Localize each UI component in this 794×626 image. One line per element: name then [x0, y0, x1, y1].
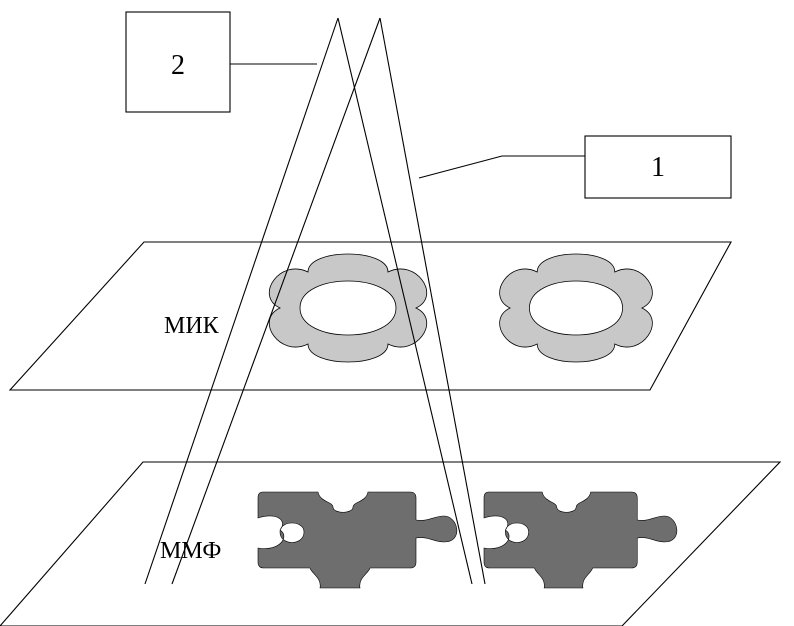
beam-1-right-edge — [379, 17, 486, 585]
flower-shape-left — [268, 253, 428, 363]
beam-2-left-edge — [144, 17, 339, 585]
box-2 — [125, 11, 231, 113]
layer-label-bottom: ММФ — [160, 538, 221, 564]
flower-shape-right — [499, 253, 653, 363]
puzzle-shape-left — [257, 491, 458, 589]
layer-label-top: МИК — [164, 313, 220, 339]
box-1 — [584, 135, 732, 199]
box-2-label: 2 — [171, 50, 185, 81]
puzzle-shape-right — [483, 491, 678, 589]
beam-2-right-edge — [337, 17, 473, 585]
box-1-leader-line — [418, 155, 585, 179]
box-1-label: 1 — [651, 152, 665, 183]
beam-1-left-edge — [171, 17, 381, 585]
top-layer-plane — [8, 241, 732, 391]
bottom-layer-plane — [0, 461, 782, 626]
